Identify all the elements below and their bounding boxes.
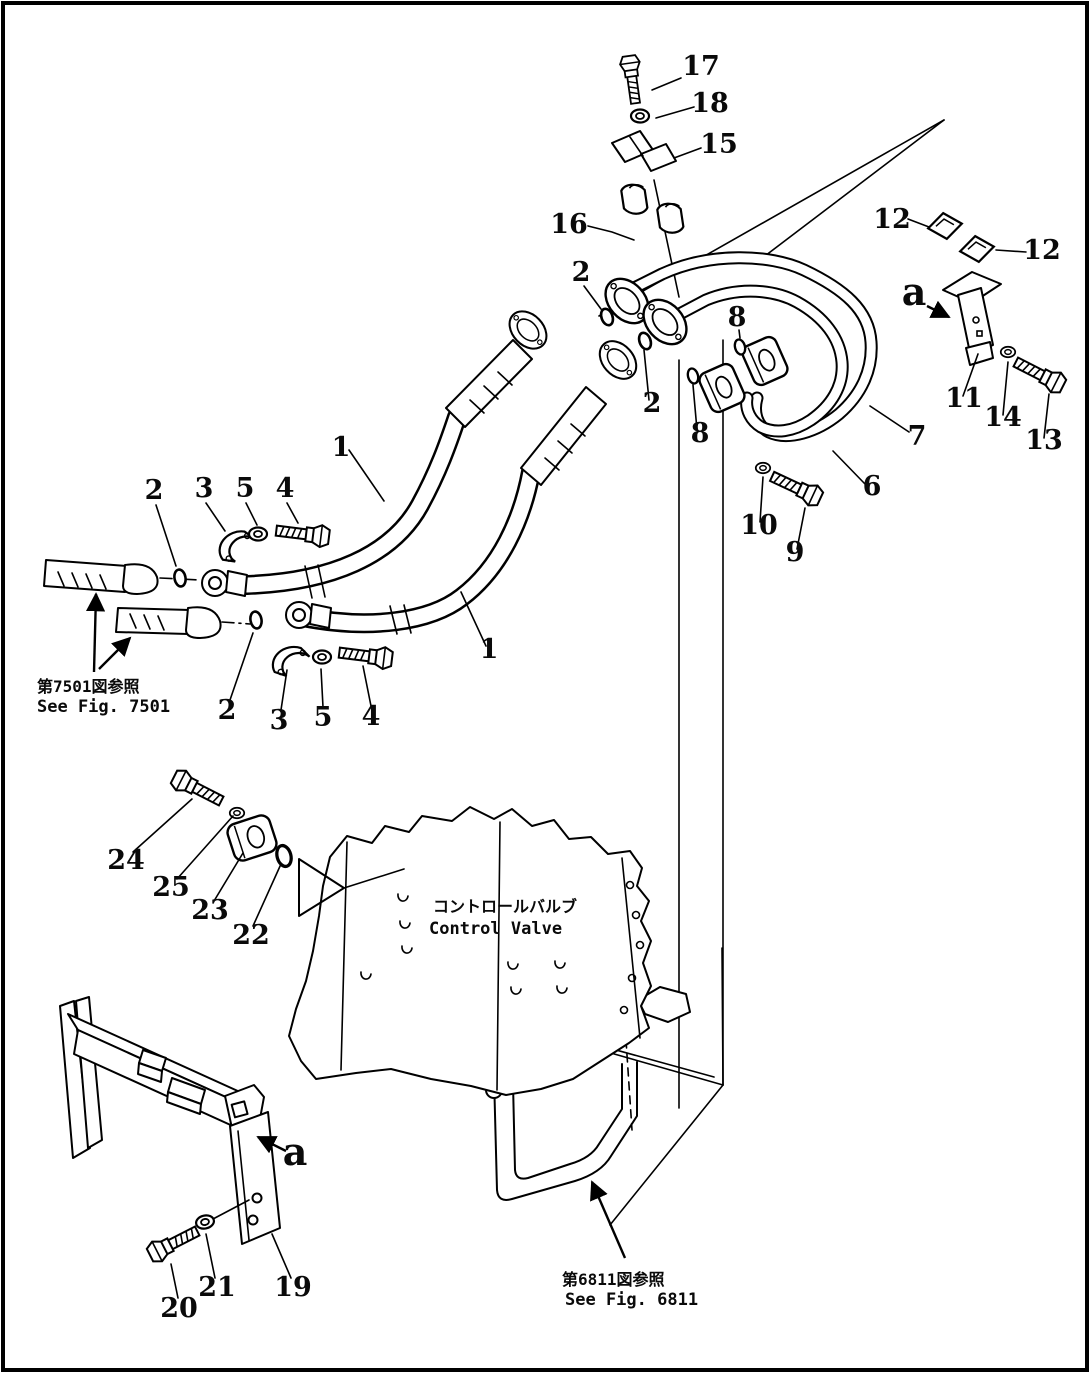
see-fig-7501-jp: 第7501図参照 xyxy=(37,677,140,696)
callout-2-mid: 2 xyxy=(643,388,662,419)
see-fig-7501-arrow-upper xyxy=(85,592,106,673)
callout-25: 25 xyxy=(152,872,190,903)
see-fig-7501-en: See Fig. 7501 xyxy=(37,697,170,717)
detail-a-right-arrow xyxy=(926,300,951,319)
see-fig-6811-en: See Fig. 6811 xyxy=(565,1290,698,1310)
hose-1-upper xyxy=(201,339,533,599)
callout-10: 10 xyxy=(740,510,778,541)
callout-22: 22 xyxy=(232,920,270,951)
hose-1-lower xyxy=(285,386,607,635)
callout-13: 13 xyxy=(1025,425,1063,456)
pipes-fig7501 xyxy=(43,559,251,639)
callout-23: 23 xyxy=(191,895,229,926)
bolt-4-upper xyxy=(273,518,332,550)
bolt-17 xyxy=(618,53,647,106)
callout-6: 6 xyxy=(863,471,882,502)
callout-16: 16 xyxy=(550,209,588,240)
callout-7: 7 xyxy=(908,421,927,452)
oring-8-lower xyxy=(685,366,701,386)
bolt-24 xyxy=(167,766,228,812)
cushion-23 xyxy=(226,814,278,862)
washer-18 xyxy=(629,108,651,124)
callout-2-left-lower: 2 xyxy=(218,695,237,726)
callout-9: 9 xyxy=(786,537,805,568)
see-fig-6811-arrow xyxy=(590,1180,627,1259)
callout-18: 18 xyxy=(691,88,729,119)
clamp-3-lower xyxy=(269,643,314,680)
detail-marker-a-right: a xyxy=(902,269,927,314)
plate-12-right xyxy=(957,232,997,266)
callout-2-topleft: 2 xyxy=(572,257,591,288)
callout-20: 20 xyxy=(160,1293,198,1324)
callout-11: 11 xyxy=(945,383,983,414)
callout-21: 21 xyxy=(198,1272,236,1303)
see-fig-6811-jp: 第6811図参照 xyxy=(562,1270,665,1289)
washer-10 xyxy=(754,461,772,475)
oring-22 xyxy=(272,842,296,870)
callout-14: 14 xyxy=(984,402,1022,433)
control-valve xyxy=(288,806,652,1096)
bolt-4-lower xyxy=(336,640,395,672)
callout-3-lower: 3 xyxy=(270,705,289,736)
callout-labels: 17 18 15 16 12 12 a 11 14 13 7 6 2 2 8 8… xyxy=(107,51,1063,1324)
callout-24: 24 xyxy=(107,845,145,876)
oring-2-left-lower xyxy=(247,609,265,631)
control-valve-label-en: Control Valve xyxy=(429,919,562,939)
clamp-16-half-a xyxy=(614,179,655,219)
washer-14 xyxy=(999,345,1017,359)
callout-17: 17 xyxy=(682,51,720,82)
bolt-13 xyxy=(1009,351,1070,397)
callout-19: 19 xyxy=(274,1272,312,1303)
callout-2-left-upper: 2 xyxy=(145,475,164,506)
callout-12-left: 12 xyxy=(873,204,911,235)
detail-marker-a-left: a xyxy=(283,1129,308,1174)
callout-3-upper: 3 xyxy=(195,473,214,504)
valve-boss-wedge xyxy=(298,858,345,917)
callout-4-upper: 4 xyxy=(276,473,295,504)
callout-4-lower: 4 xyxy=(362,701,381,732)
detail-a-left-arrow xyxy=(256,1135,287,1154)
clamp-15 xyxy=(611,130,677,172)
oring-2-left-upper xyxy=(171,567,189,589)
plate-12-left xyxy=(925,209,965,243)
washer-21 xyxy=(193,1212,217,1232)
see-fig-7501-arrow-lower xyxy=(98,636,132,670)
bolt-9 xyxy=(766,465,826,510)
clamp-16-half-b xyxy=(650,198,691,238)
control-valve-label-jp: コントロールバルブ xyxy=(433,897,577,916)
washer-5-lower xyxy=(311,649,333,665)
projection-lines xyxy=(598,119,945,1109)
leader-lines xyxy=(132,77,1050,1299)
tube-block-flange-a xyxy=(695,360,749,416)
callout-5-upper: 5 xyxy=(236,473,255,504)
callout-1-lower: 1 xyxy=(480,634,499,665)
callout-1-upper: 1 xyxy=(332,432,351,463)
frame-assembly xyxy=(59,996,251,1159)
callout-12-right: 12 xyxy=(1023,235,1061,266)
washer-5-upper xyxy=(247,526,269,542)
reference-arrows xyxy=(85,300,951,1259)
callout-8-upper: 8 xyxy=(728,302,747,333)
tube-block-flange-b xyxy=(738,333,792,389)
oring-8-upper xyxy=(732,337,748,357)
hose-flange-lower xyxy=(591,332,645,388)
annotations: 第7501図参照 See Fig. 7501 コントロールバルブ Control… xyxy=(37,677,698,1310)
callout-15: 15 xyxy=(700,129,738,160)
callout-5-lower: 5 xyxy=(314,702,333,733)
bolt-20 xyxy=(143,1220,204,1266)
callout-8-lower: 8 xyxy=(691,418,710,449)
tube-6 xyxy=(665,284,849,438)
bracket-11 xyxy=(942,271,1002,366)
